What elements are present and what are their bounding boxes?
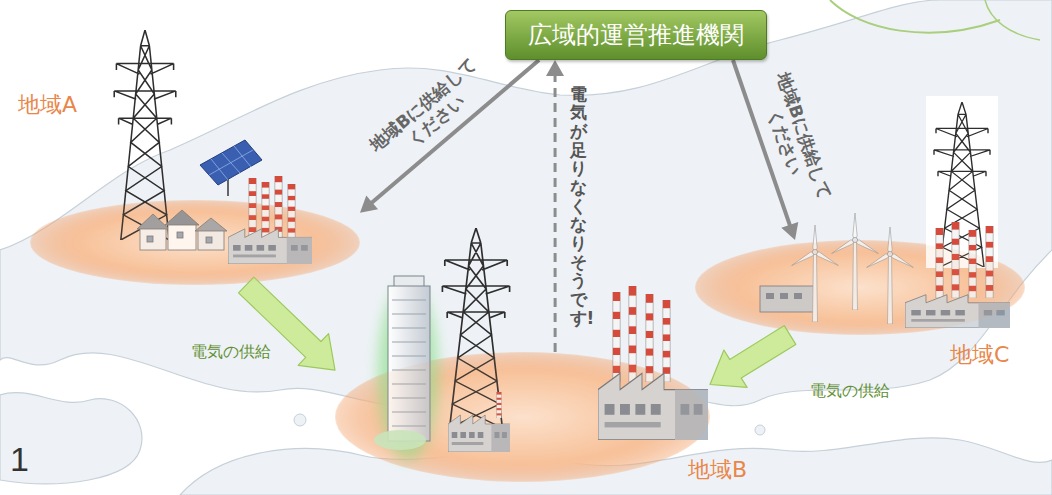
edge-label-holder: 電気の供給 bbox=[191, 342, 271, 363]
region-name: 地域B bbox=[688, 457, 747, 482]
label-holder: 1 bbox=[10, 440, 29, 479]
region-area: 地域C bbox=[695, 240, 1025, 335]
organization-box: 広域的運営推進機関 bbox=[505, 10, 767, 60]
region-label-holder: 地域B bbox=[688, 455, 747, 485]
supply-label: 電気の供給 bbox=[810, 381, 890, 402]
alert-label: 電気が足りなくなりそうです! bbox=[570, 85, 587, 328]
region-ellipse bbox=[30, 200, 360, 285]
region-ellipse bbox=[335, 352, 710, 482]
region-label-holder: 地域A bbox=[18, 90, 77, 120]
region-label-holder: 地域C bbox=[950, 340, 1009, 370]
request-arrow bbox=[546, 60, 564, 352]
organization-name: 広域的運営推進機関 bbox=[528, 19, 744, 51]
region-name: 地域A bbox=[18, 92, 77, 117]
region-area: 地域A bbox=[30, 200, 360, 285]
instruction-label: 地域Bに供給してください bbox=[363, 52, 497, 175]
page-number: 1 bbox=[10, 440, 29, 478]
supply-label: 電気の供給 bbox=[191, 342, 271, 363]
edge-label-holder: 地域Bに供給してください bbox=[751, 66, 837, 212]
edge-label-holder: 電気の供給 bbox=[810, 381, 890, 402]
region-ellipse bbox=[695, 240, 1025, 335]
edge-label-holder: 電気が足りなくなりそうです! bbox=[570, 85, 587, 328]
edge-label-holder: 地域Bに供給してください bbox=[363, 52, 497, 175]
region-area: 地域B bbox=[335, 352, 710, 482]
region-name: 地域C bbox=[950, 342, 1009, 367]
instruction-label: 地域Bに供給してください bbox=[751, 66, 837, 212]
supply-arrow bbox=[710, 326, 796, 388]
